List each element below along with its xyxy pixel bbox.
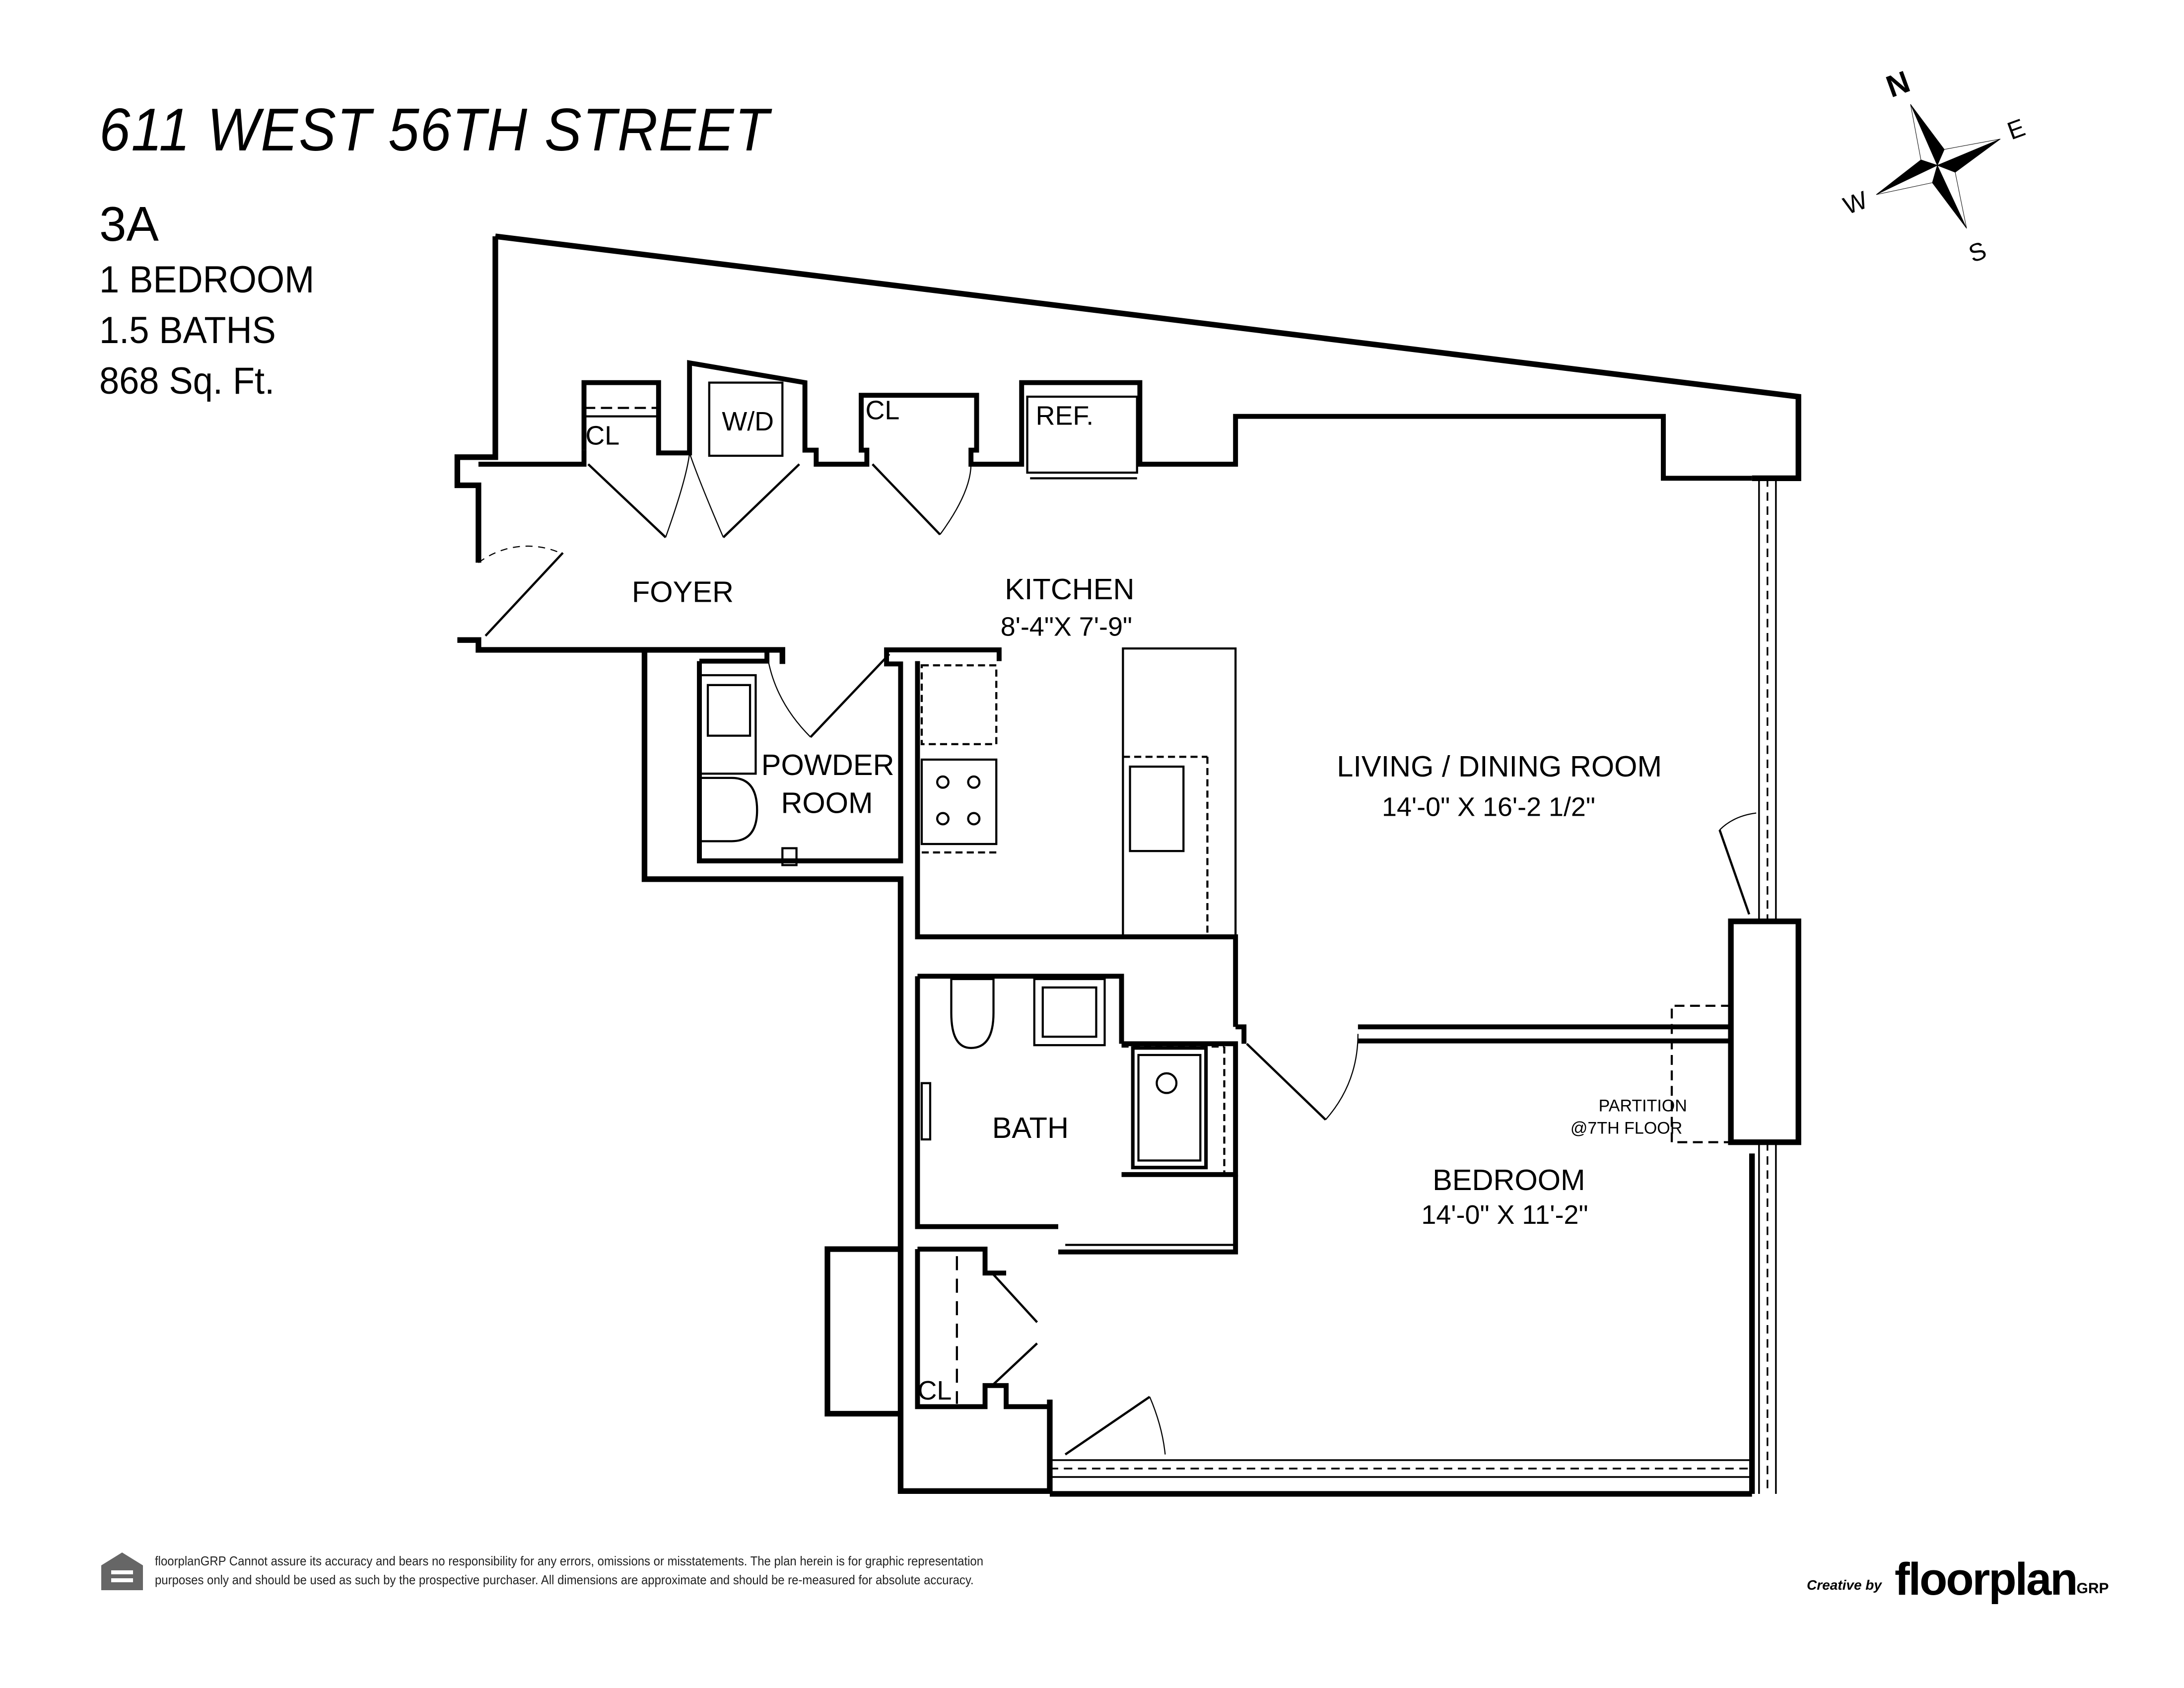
property-address: 611 WEST 56TH STREET [99, 96, 770, 163]
unit-number: 3A [99, 197, 159, 251]
foyer-north-wall [478, 360, 1752, 481]
disclaimer-line-2: purposes only and should be used as such… [155, 1572, 974, 1587]
compass-rose-icon: N E S W [1840, 65, 2029, 268]
kitchen-label: KITCHEN [1005, 572, 1134, 606]
brand-suffix: GRP [2076, 1580, 2109, 1597]
disclaimer-line-1: floorplanGRP Cannot assure its accuracy … [155, 1553, 984, 1568]
fixtures [584, 381, 1731, 1404]
doors [478, 452, 1757, 1456]
powder-room-label-line2: ROOM [781, 786, 873, 820]
bath-label: BATH [992, 1111, 1069, 1144]
footer: floorplanGRP Cannot assure its accuracy … [99, 1551, 1055, 1591]
refrigerator-label: REF. [1036, 401, 1094, 431]
brand-name: floorplan [1894, 1554, 2078, 1605]
powder-room-label-line1: POWDER [761, 748, 894, 781]
partition-note-line2: @7TH FLOOR [1570, 1119, 1682, 1138]
foyer-label: FOYER [632, 575, 734, 609]
interior-walls [697, 647, 1731, 1409]
bedroom-label: BEDROOM [1433, 1163, 1585, 1196]
kitchen-dimensions: 8'-4"X 7'-9" [1001, 612, 1132, 642]
bedroom-dimensions: 14'-0" X 11'-2" [1421, 1200, 1588, 1230]
bedroom-count: 1 BEDROOM [99, 259, 315, 301]
living-room-label: LIVING / DINING ROOM [1337, 750, 1662, 783]
room-labels: CL W/D CL REF. FOYER KITCHEN 8'-4"X 7'-9… [585, 395, 1687, 1406]
closet-label-1: CL [585, 421, 619, 450]
living-room-dimensions: 14'-0" X 16'-2 1/2" [1382, 792, 1595, 822]
closet-label-2: CL [866, 395, 900, 425]
windows [1049, 478, 1777, 1494]
title-block: 611 WEST 56TH STREET 3A 1 BEDROOM 1.5 BA… [99, 99, 828, 400]
closet-label-3: CL [917, 1376, 952, 1406]
square-footage: 868 Sq. Ft. [99, 360, 275, 402]
equal-housing-icon [101, 1552, 143, 1590]
washer-dryer-label: W/D [722, 407, 774, 436]
partition-note-line1: PARTITION [1599, 1096, 1687, 1115]
brand-logo: Creative by floorplan GRP [1807, 1554, 2109, 1605]
brand-credit: Creative by [1807, 1577, 1882, 1593]
bath-count: 1.5 BATHS [99, 309, 276, 352]
